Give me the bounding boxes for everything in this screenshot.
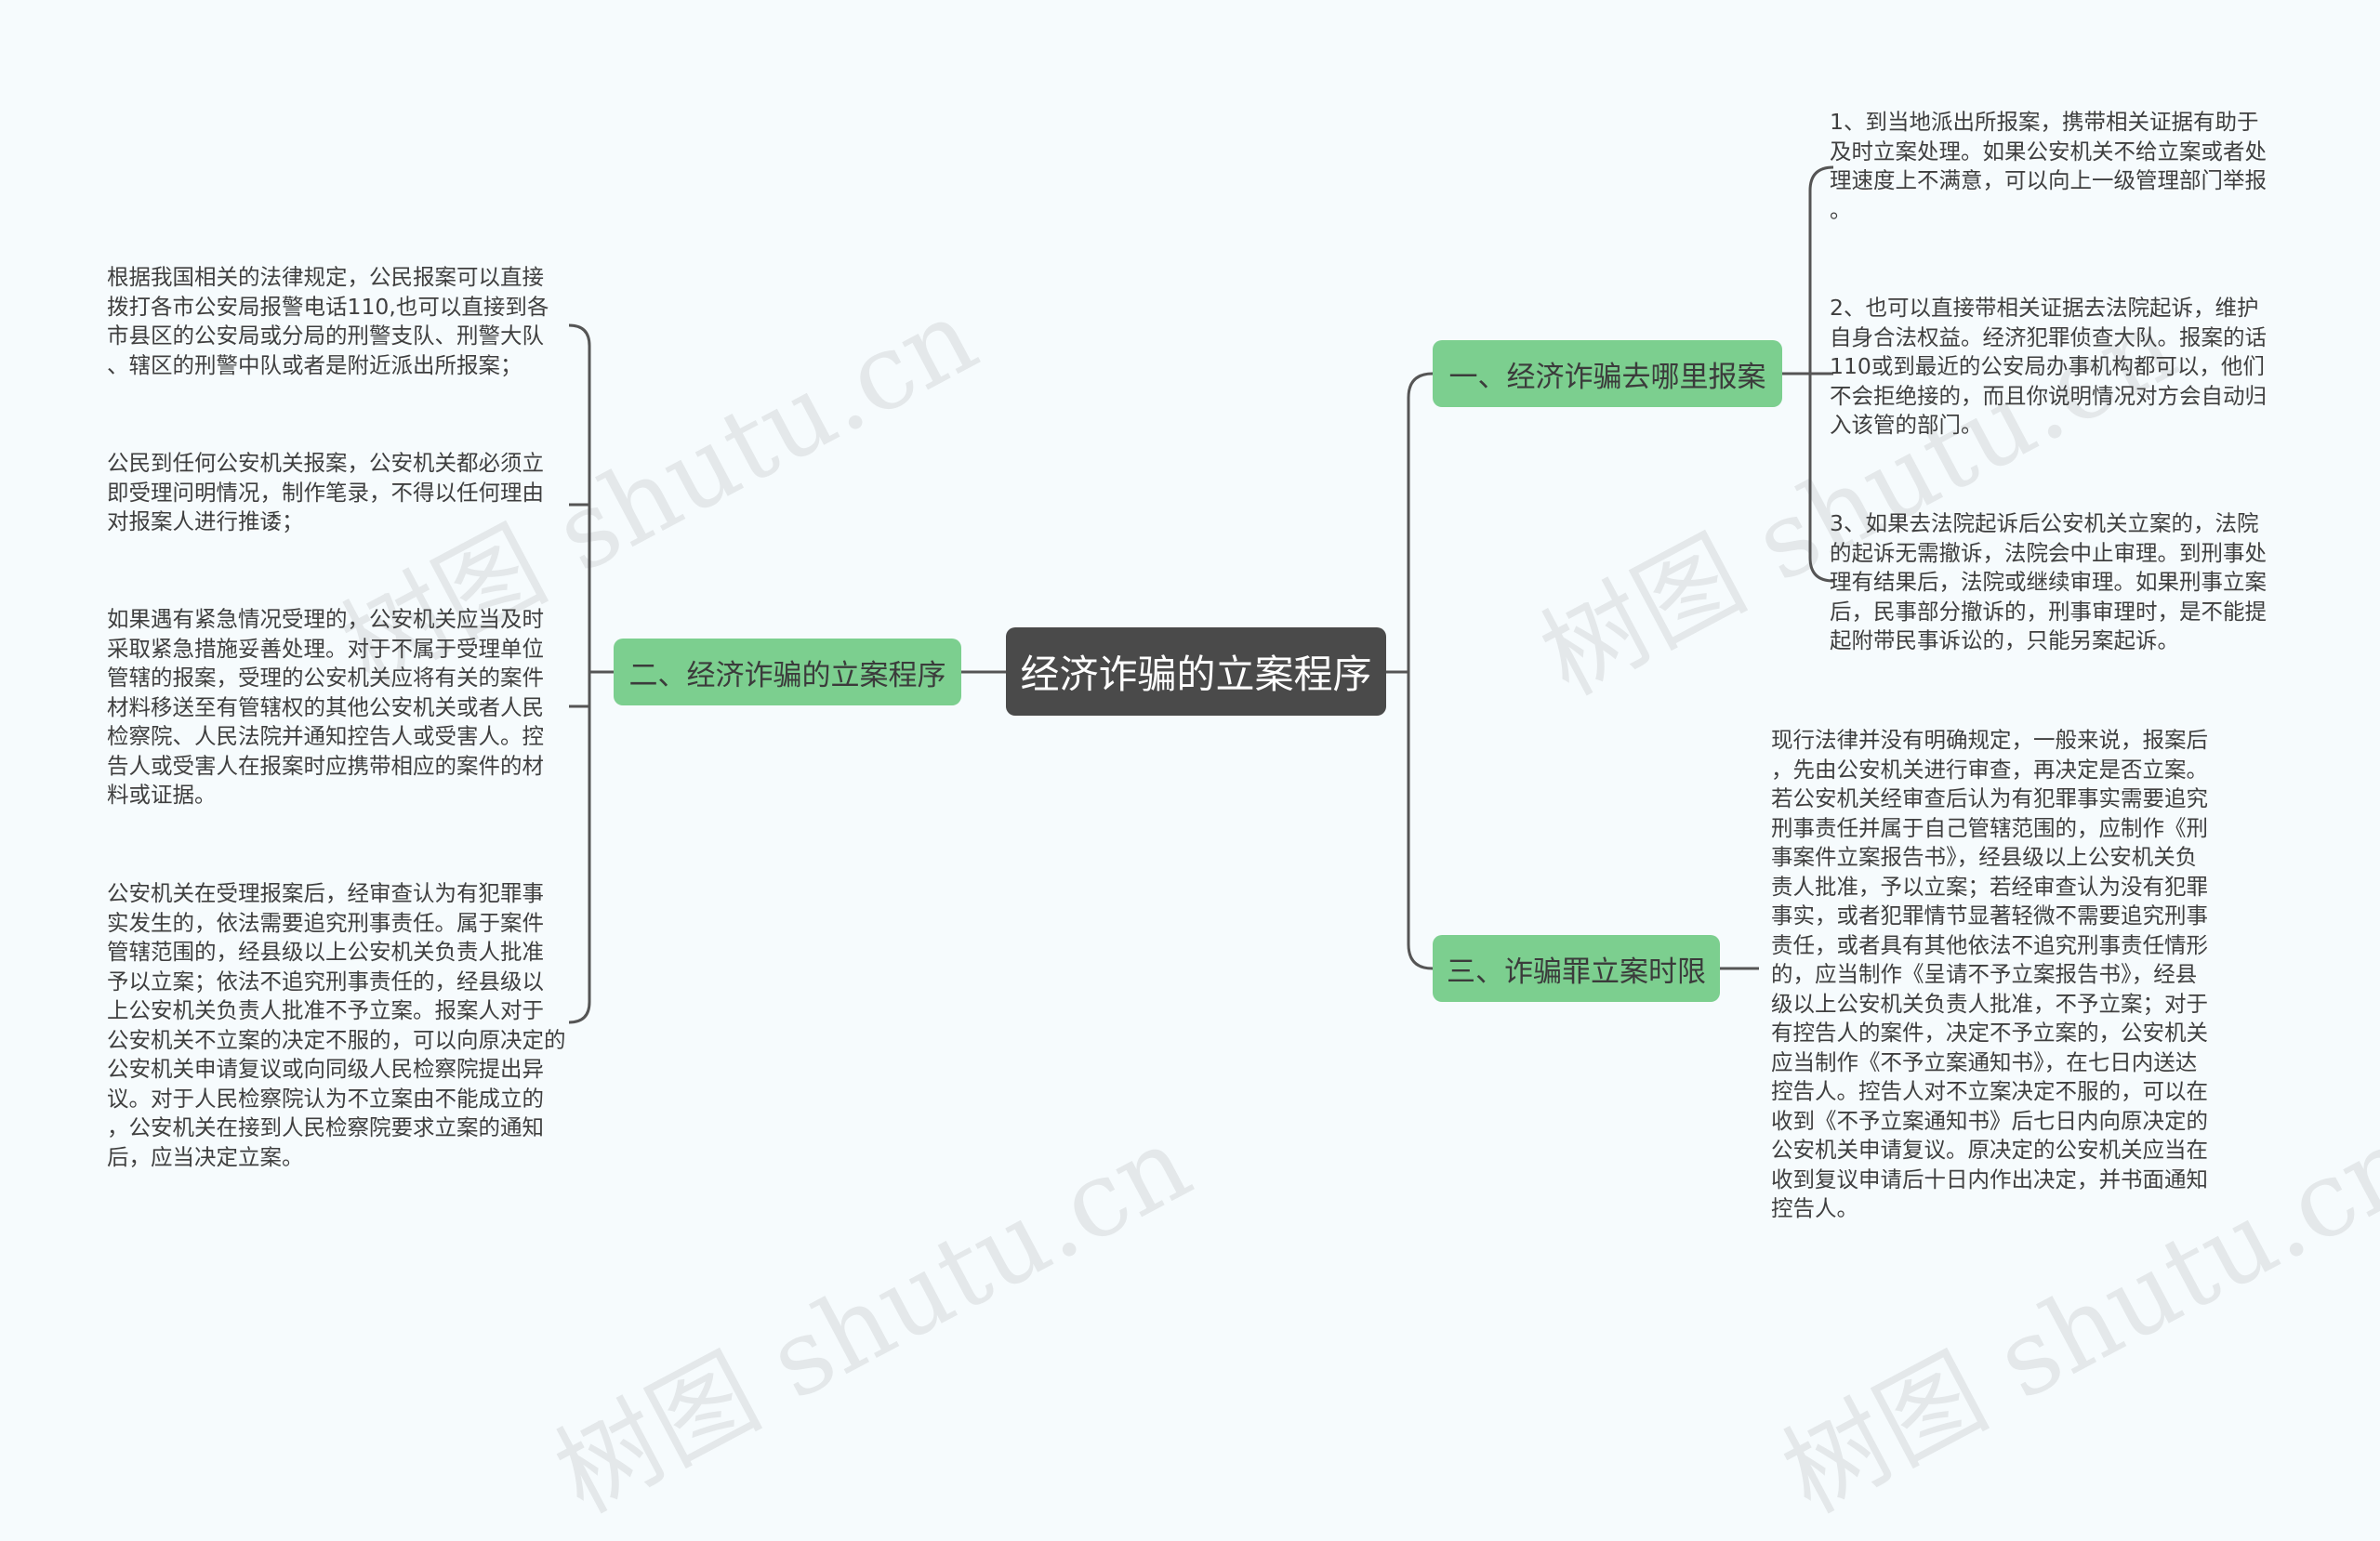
leaf-text: 如果遇有紧急情况受理的，公安机关应当及时 采取紧急措施妥善处理。对于不属于受理单…	[107, 606, 544, 808]
leaf-text: 3、如果去法院起诉后公安机关立案的，法院 的起诉无需撤诉，法院会中止审理。到刑事…	[1830, 510, 2267, 653]
root-label: 经济诈骗的立案程序	[1020, 652, 1372, 697]
branch-node-1[interactable]: 一、经济诈骗去哪里报案	[1433, 340, 1782, 407]
root-node[interactable]: 经济诈骗的立案程序	[1006, 627, 1386, 716]
leaf-text: 现行法律并没有明确规定，一般来说，报案后 ，先由公安机关进行审查，再决定是否立案…	[1771, 727, 2208, 1221]
connector-lines	[568, 165, 1834, 1024]
branch-node-3[interactable]: 三、诈骗罪立案时限	[1433, 935, 1720, 1002]
leaf-text: 1、到当地派出所报案，携带相关证据有助于 及时立案处理。如果公安机关不给立案或者…	[1830, 109, 2267, 223]
branch-label: 二、经济诈骗的立案程序	[628, 658, 946, 692]
leaf-text: 2、也可以直接带相关证据去法院起诉，维护 自身合法权益。经济犯罪侦查大队。报案的…	[1830, 295, 2267, 438]
branch-label: 三、诈骗罪立案时限	[1447, 955, 1706, 989]
leaf-text: 公安机关在受理报案后，经审查认为有犯罪事 实发生的，依法需要追究刑事责任。属于案…	[107, 880, 566, 1170]
leaf-text: 公民到任何公安机关报案，公安机关都必须立 即受理问明情况，制作笔录，不得以任何理…	[107, 450, 544, 534]
leaf-text: 根据我国相关的法律规定，公民报案可以直接 拨打各市公安局报警电话110,也可以直…	[107, 264, 549, 378]
branch-node-2[interactable]: 二、经济诈骗的立案程序	[614, 639, 961, 705]
branch-label: 一、经济诈骗去哪里报案	[1448, 360, 1766, 394]
